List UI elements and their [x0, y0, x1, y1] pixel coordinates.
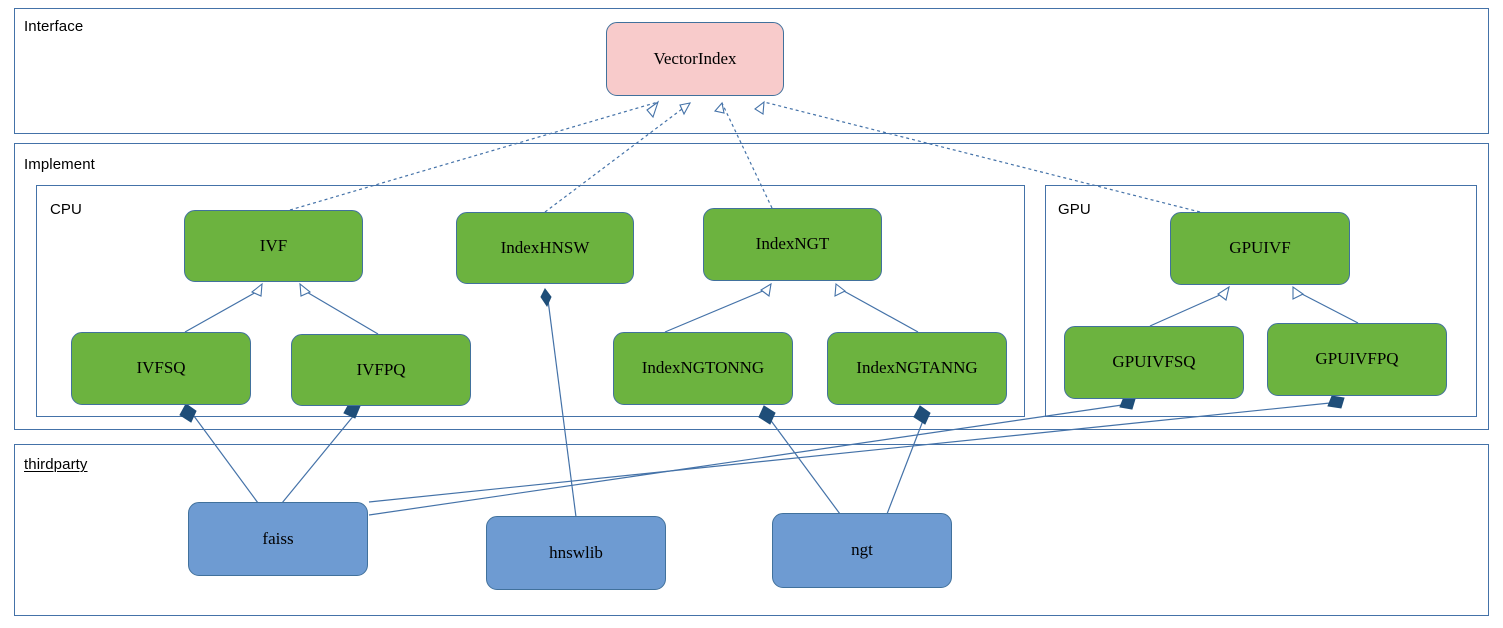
node-ivfpq[interactable]: IVFPQ [291, 334, 471, 406]
group-label-gpu: GPU [1058, 201, 1091, 218]
group-label-interface: Interface [24, 18, 84, 35]
group-label-implement: Implement [24, 156, 95, 173]
node-gpuivfsq[interactable]: GPUIVFSQ [1064, 326, 1244, 399]
node-hnswlib[interactable]: hnswlib [486, 516, 666, 590]
group-label-cpu: CPU [50, 201, 82, 218]
node-ivfsq[interactable]: IVFSQ [71, 332, 251, 405]
spellcheck-squiggle-icon [24, 474, 88, 478]
node-indexhnsw[interactable]: IndexHNSW [456, 212, 634, 284]
node-indexngtonng[interactable]: IndexNGTONNG [613, 332, 793, 405]
node-gpuivfpq[interactable]: GPUIVFPQ [1267, 323, 1447, 396]
node-ivf[interactable]: IVF [184, 210, 363, 282]
node-indexngt[interactable]: IndexNGT [703, 208, 882, 281]
node-indexngtanng[interactable]: IndexNGTANNG [827, 332, 1007, 405]
group-label-thirdparty-text: thirdparty [24, 456, 88, 473]
node-gpuivf[interactable]: GPUIVF [1170, 212, 1350, 285]
node-vectorindex[interactable]: VectorIndex [606, 22, 784, 96]
node-ngt[interactable]: ngt [772, 513, 952, 588]
node-faiss[interactable]: faiss [188, 502, 368, 576]
group-label-thirdparty: thirdparty [24, 456, 88, 473]
